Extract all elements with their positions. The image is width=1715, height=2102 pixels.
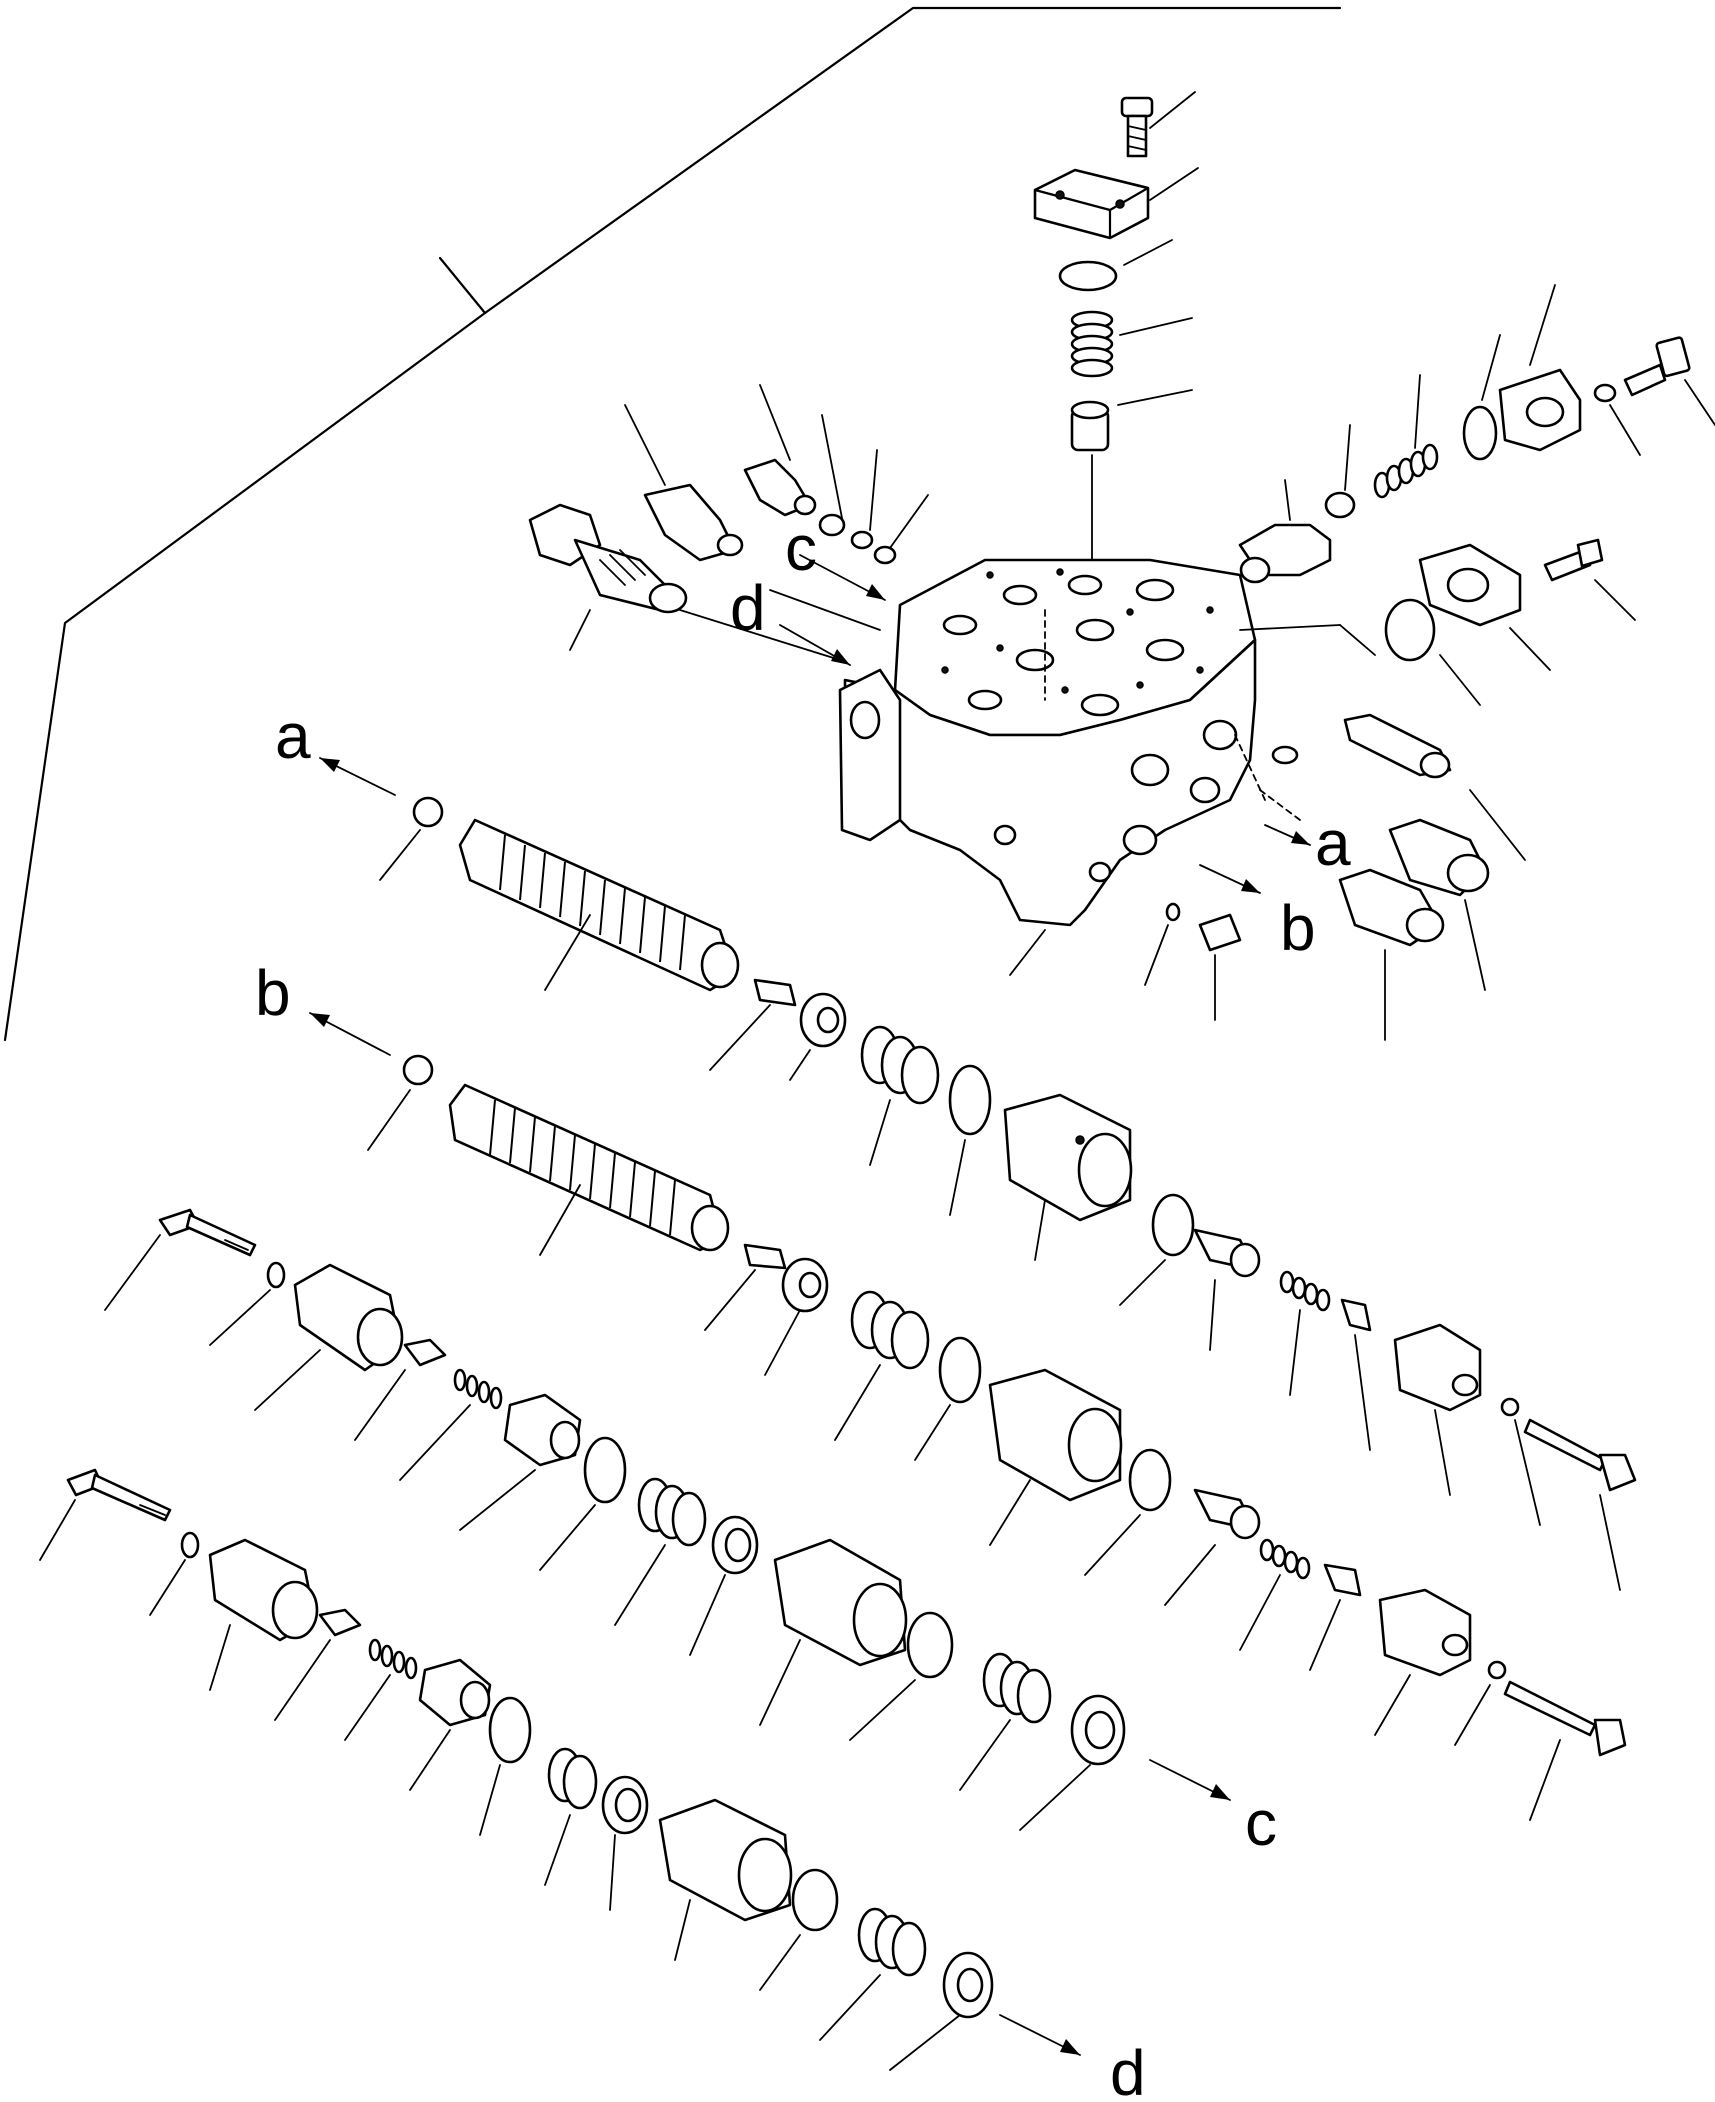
label-a-right: a	[1315, 807, 1351, 879]
spool-a-assembly	[379, 796, 847, 1081]
left-end-stack-2	[39, 1468, 532, 1836]
center-lower-stack	[614, 1477, 1126, 1831]
label-c-top: c	[785, 512, 817, 584]
bottom-row-stack	[544, 1747, 994, 2071]
top-spring	[1070, 310, 1114, 378]
label-b-left: b	[255, 957, 291, 1029]
top-cover-plate	[1033, 168, 1150, 240]
connector-arrows	[309, 554, 1311, 2056]
spool-b-cap-stack	[834, 1290, 1627, 1821]
spool-a-cap-stack	[860, 1025, 1637, 1591]
top-relief-stack	[1033, 91, 1199, 581]
label-d-bottom: d	[1110, 2037, 1146, 2102]
relief-valve-3	[743, 384, 929, 631]
spool-b-assembly	[367, 1054, 829, 1376]
top-piston	[1070, 400, 1110, 452]
right-flange-2	[1384, 538, 1636, 706]
control-valve-body	[838, 558, 1376, 976]
left-end-stack-1	[104, 1208, 627, 1571]
relief-valve-2	[624, 404, 744, 562]
label-d-top: d	[730, 572, 766, 644]
top-o-ring	[1058, 260, 1118, 292]
right-relief-stack	[1238, 284, 1715, 584]
assembly-boundary-line	[3, 6, 1342, 1042]
main-relief-valve	[528, 503, 841, 661]
top-bolt	[1120, 96, 1154, 158]
label-b-right: b	[1280, 892, 1316, 964]
right-check-valves	[1144, 713, 1526, 1041]
label-a-left: a	[275, 700, 311, 772]
label-c-bottom: c	[1245, 1787, 1277, 1859]
